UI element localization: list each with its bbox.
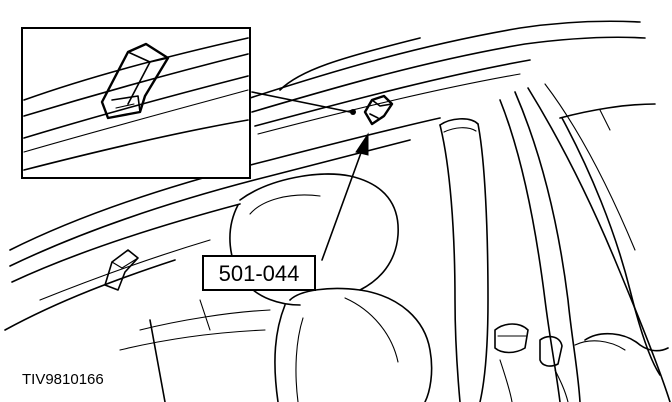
- figure-id-caption: TIV9810166: [22, 371, 104, 388]
- clip-location-detail: [350, 94, 394, 126]
- callout-label: 501-044: [202, 255, 316, 291]
- inset-detail-view: [21, 27, 251, 179]
- inset-leader-line: [251, 91, 351, 113]
- callout-label-text: 501-044: [219, 261, 300, 286]
- clip-icon: [100, 42, 170, 120]
- callout-arrow: [321, 132, 369, 261]
